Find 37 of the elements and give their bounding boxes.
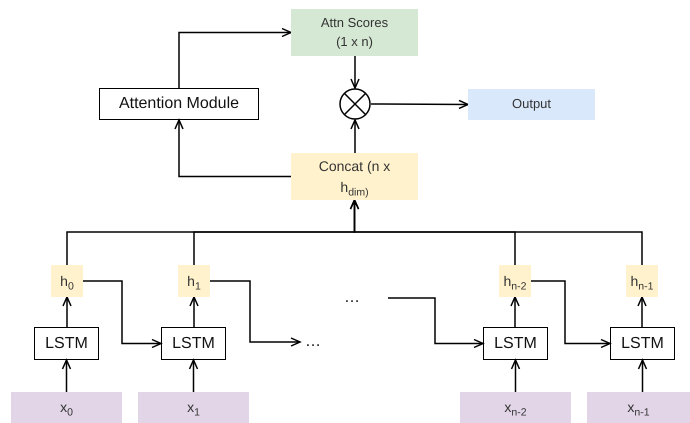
output-box: Output xyxy=(468,89,595,120)
arrow xyxy=(189,296,199,327)
arrow xyxy=(638,359,648,392)
arrow xyxy=(637,296,647,327)
input-box: x$_{n-2}$ xyxy=(460,392,571,423)
hidden-state-box: h$_{n-1}$ xyxy=(626,265,658,297)
arrow xyxy=(188,359,198,392)
lstm-box: LSTM xyxy=(34,327,99,360)
input-box: x$_{n-1}$ xyxy=(587,392,690,423)
hidden-state-box: h$_{1}$ xyxy=(178,265,210,297)
arrow xyxy=(62,296,72,327)
lstm-box: LSTM xyxy=(610,327,675,360)
arrow xyxy=(388,297,484,348)
ellipsis-text: … xyxy=(300,330,326,354)
arrow xyxy=(510,296,520,327)
arrow xyxy=(350,199,643,265)
lstm-box: LSTM xyxy=(483,327,548,360)
hidden-state-box: h$_{n-2}$ xyxy=(499,265,531,297)
arrow xyxy=(531,280,611,348)
arrow xyxy=(62,359,72,392)
arrow xyxy=(350,56,360,89)
input-box: x$_{1}$ xyxy=(138,392,249,423)
input-box: x$_{0}$ xyxy=(11,392,122,423)
hidden-state-box: h$_{0}$ xyxy=(51,265,83,297)
ellipsis-text: … xyxy=(344,286,388,310)
arrow xyxy=(210,280,301,347)
arrow xyxy=(350,119,360,153)
concat-box: Concat (n x h$_{dim)}$ xyxy=(291,153,418,200)
arrow xyxy=(83,280,162,348)
arrow xyxy=(371,100,469,110)
multiply-circle xyxy=(339,88,371,120)
arrow xyxy=(510,359,520,392)
score-box: Attn Scores (1 x n) xyxy=(291,9,418,56)
lstm-box: LSTM xyxy=(161,327,226,360)
module-box: Attention Module xyxy=(99,88,259,120)
arrow xyxy=(174,119,291,178)
arrow xyxy=(178,28,292,88)
